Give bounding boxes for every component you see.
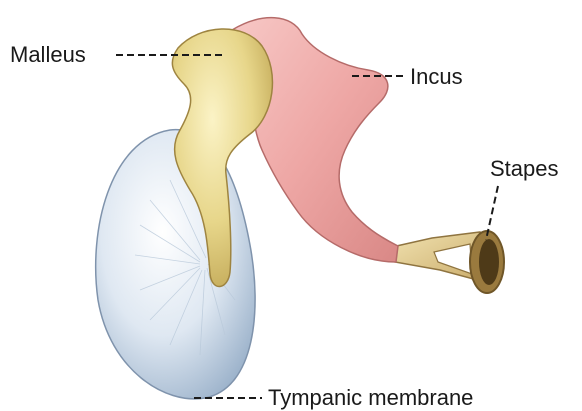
incus-label: Incus xyxy=(410,66,463,88)
tympanic-membrane-label: Tympanic membrane xyxy=(268,387,473,409)
stapes-shape xyxy=(392,231,504,293)
malleus-label: Malleus xyxy=(10,44,86,66)
stapes-label: Stapes xyxy=(490,158,559,180)
